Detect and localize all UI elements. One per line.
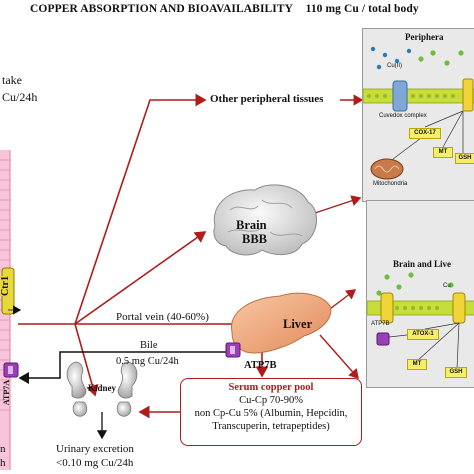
urinary-excretion-rate: <0.10 mg Cu/24h [56,457,134,469]
mitochondria-label: Mitochondria [373,181,408,187]
peripheral-tissues-label: Other peripheral tissues [210,93,324,105]
cuvedox-complex-label: Cuvedox complex [379,113,427,119]
liver-icon [231,292,332,354]
mt-panel-box: MT [407,359,427,370]
peripheral-detail-panel: Periphera Cu(II) Cuvedox complex COX-17 … [362,28,474,202]
atp7b-transporter-icon [225,342,241,358]
portal-vein-label: Portal vein (40-60%) [116,311,209,323]
peripheral-panel-title: Periphera [405,32,444,42]
subtitle-text: 110 mg Cu / total body [305,3,419,15]
page-title: COPPER ABSORPTION AND BIOAVAILABILITY 11… [30,3,419,15]
liver-label: Liver [283,317,313,331]
bbb-label: BBB [242,232,268,246]
brain-liver-panel-title: Brain and Live [393,259,452,269]
bile-arrow [18,351,228,384]
left-cutoff-text-1: n [0,443,6,455]
panel-pointer-arrows [311,94,364,380]
brain-liver-detail-panel: Brain and Live ATP7B Cu ATOX-1 MT GSH [366,200,474,388]
brain-liver-panel-art [367,272,474,370]
serum-pool-line2: non Cp-Cu 5% (Albumin, Hepcidin, [194,408,348,419]
atp7b-label: ATP7B [244,360,277,371]
left-cutoff-text-2: h [0,457,6,469]
urinary-excretion-label: Urinary excretion [56,443,134,455]
bile-label: Bile [140,340,158,351]
brain-icon [213,184,317,256]
cu-ii-label: Cu(II) [387,63,402,69]
serum-copper-pool-box: Serum copper pool Cu-Cp 70-90% non Cp-Cu… [180,378,362,446]
atp7a-label: ATP7A [2,380,11,406]
intake-label-line1: take [2,73,22,87]
bile-rate-label: 0.5 mg Cu/24h [116,356,179,367]
gsh-box: GSH [455,153,474,164]
kidney-label: Kidney [88,383,117,393]
atp7a-transporter-icon [3,362,19,378]
copper-ion-dots [370,46,412,70]
atox1-box: ATOX-1 [407,329,439,340]
circulation-arrows [18,93,274,419]
ctr1-label: Ctr1 [0,276,11,296]
serum-pool-line3: Transcuperin, tetrapeptides) [212,421,330,432]
title-text: COPPER ABSORPTION AND BIOAVAILABILITY [30,3,293,15]
cox17-box: COX-17 [409,128,441,139]
mt-box: MT [433,147,453,158]
intake-label-line2: Cu/24h [2,90,38,104]
serum-pool-title: Serum copper pool [228,382,314,393]
gsh-panel-box: GSH [445,367,467,378]
serum-pool-line1: Cu-Cp 70-90% [239,395,303,406]
atp7b-panel-label: ATP7B [371,321,390,327]
brain-label: Brain [236,218,267,232]
kidney-icon [66,361,138,417]
cu-panel-label: Cu [443,283,451,289]
peripheral-panel-art [363,46,474,180]
